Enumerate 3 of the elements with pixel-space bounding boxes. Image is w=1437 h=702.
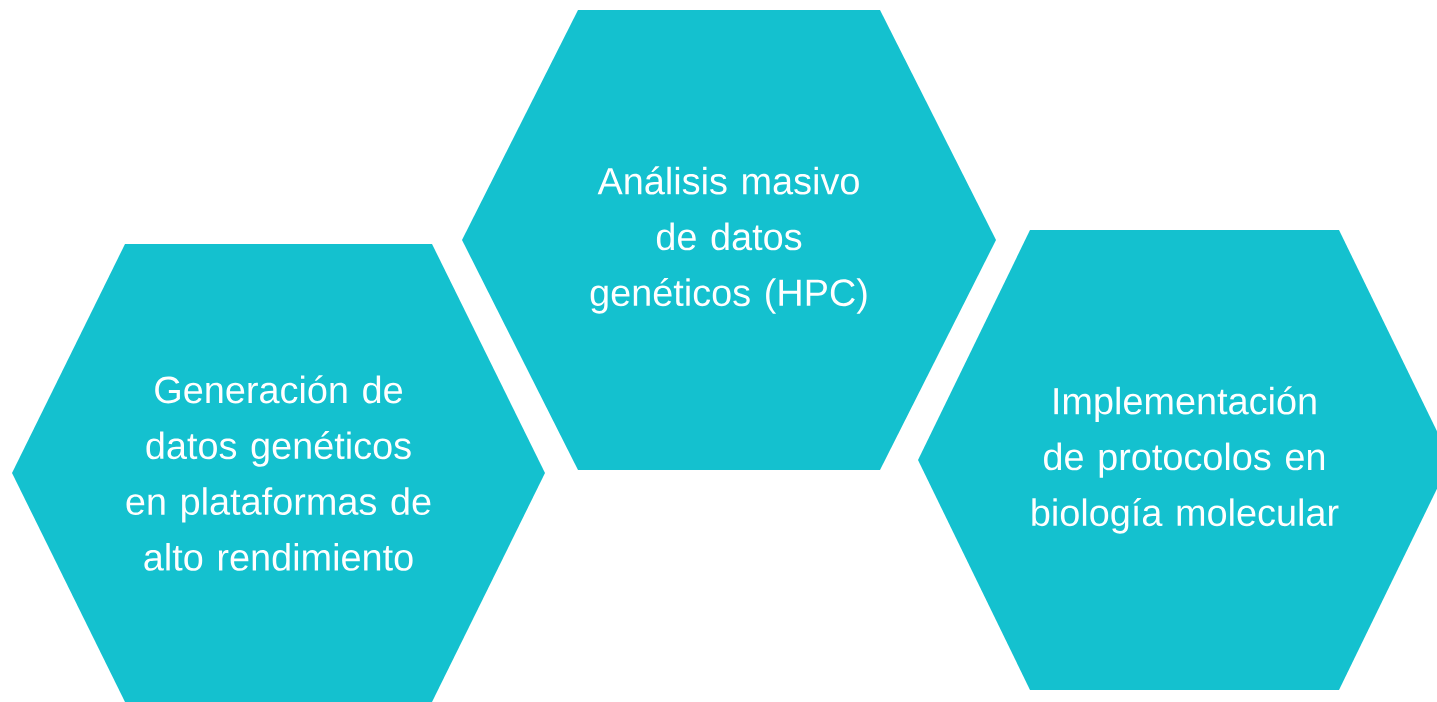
hexagon: Implementación de protocolos en biología molecular: [918, 230, 1437, 690]
hexagon: Análisis masivo de datos genéticos (HPC): [462, 10, 996, 470]
hexagon: Generación de datos genéticos en plataformas de alto rendimiento: [12, 244, 545, 702]
